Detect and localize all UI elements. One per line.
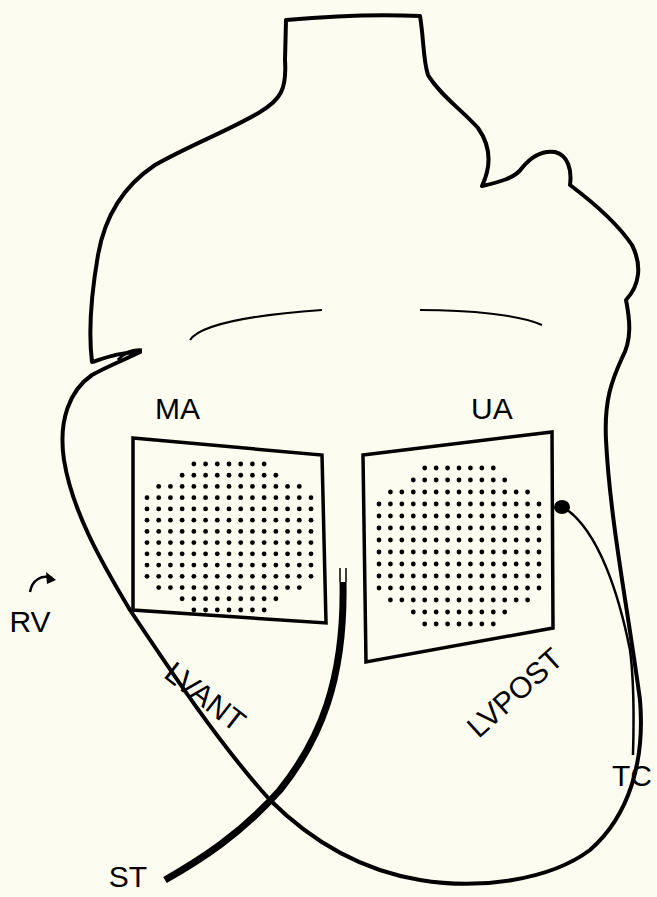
electrode-array: MA	[133, 438, 327, 624]
hook-line	[118, 350, 142, 360]
region-label: TC	[612, 761, 652, 791]
region-label: LVANT	[159, 657, 250, 737]
av-groove	[190, 310, 322, 340]
region-label: LVPOST	[462, 643, 568, 743]
region-label: ST	[109, 862, 147, 892]
electrode-dots	[145, 462, 314, 613]
rv-arrowhead	[46, 572, 56, 584]
array-frame	[133, 438, 326, 623]
array-label: UA	[471, 394, 513, 424]
electrode-dots	[377, 466, 542, 627]
av-groove	[420, 310, 542, 325]
array-outline	[133, 438, 327, 624]
tc-wire	[563, 507, 634, 755]
st-tip	[340, 568, 346, 582]
region-label: RV	[9, 607, 50, 637]
array-label: MA	[155, 394, 200, 424]
thermocouple-tip	[554, 500, 570, 514]
array-frame	[363, 432, 553, 662]
heart-outline	[62, 15, 640, 884]
electrode-array: UA	[363, 432, 555, 664]
st-wire	[165, 582, 343, 880]
array-outline	[363, 432, 555, 664]
